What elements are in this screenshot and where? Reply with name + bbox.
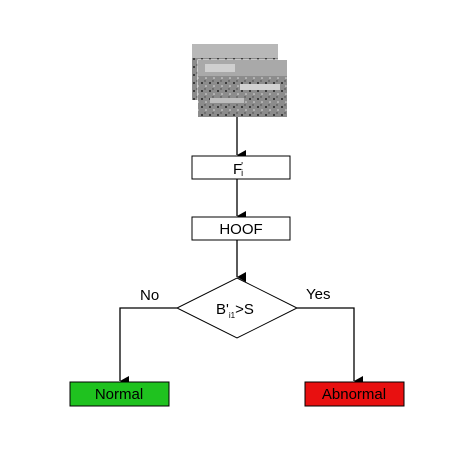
abnormal-label: Abnormal xyxy=(322,386,386,403)
yes-branch-label: Yes xyxy=(306,286,330,303)
decision-label: B'i1>S xyxy=(216,301,254,320)
decision-diamond: B'i1>S xyxy=(175,277,299,339)
normal-outcome-box: Normal xyxy=(69,381,170,407)
input-frames-stack xyxy=(192,44,288,118)
feature-label: F'i xyxy=(233,161,243,178)
hoof-box: HOOF xyxy=(191,216,291,241)
yes-branch-connector xyxy=(297,307,363,386)
frame-front xyxy=(197,59,288,118)
hoof-label: HOOF xyxy=(219,221,262,238)
no-branch-connector xyxy=(119,307,177,386)
feature-box: F'i xyxy=(191,155,291,180)
abnormal-outcome-box: Abnormal xyxy=(304,381,405,407)
normal-label: Normal xyxy=(95,386,143,403)
no-branch-label: No xyxy=(140,287,159,304)
